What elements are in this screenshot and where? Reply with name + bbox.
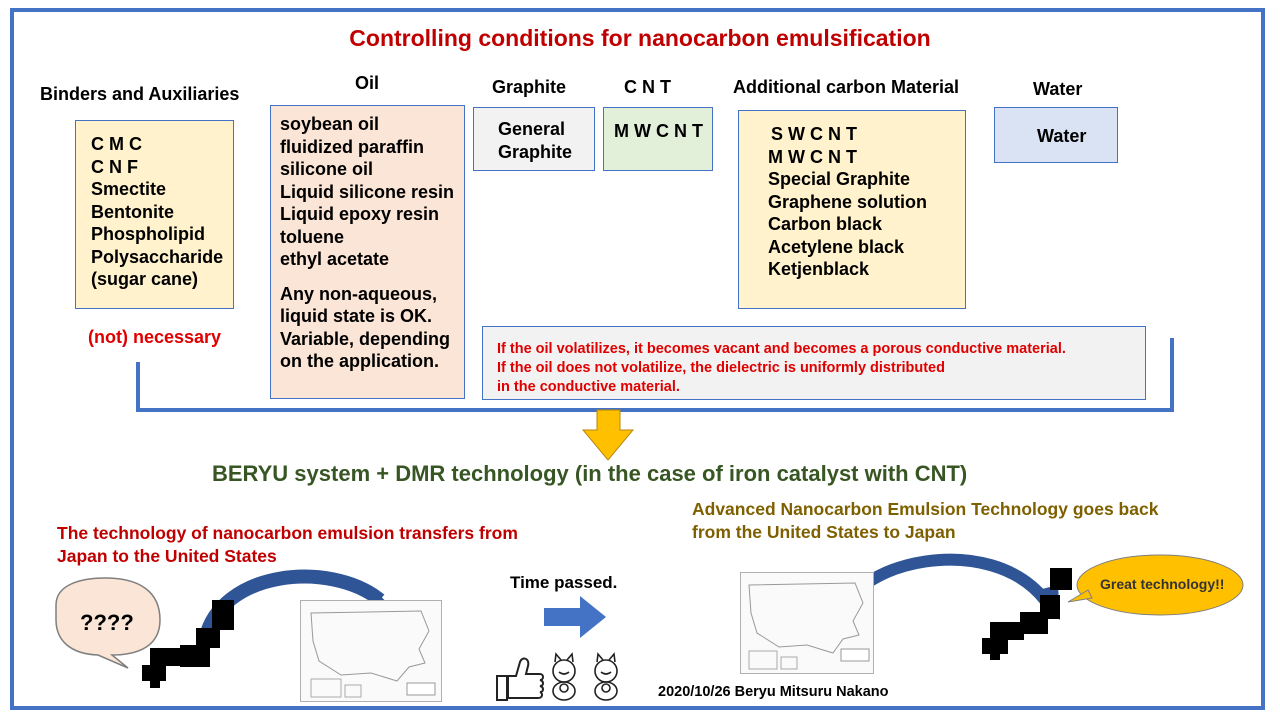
additional-box: S W C N T M W C N T Special Graphite Gra…: [738, 110, 966, 309]
additional-item: Ketjenblack: [768, 259, 870, 279]
oil-item: toluene: [280, 226, 345, 247]
right-bubble-tail: [1067, 589, 1093, 603]
graphite-item: Graphite: [498, 141, 573, 162]
graphite-item: General: [498, 119, 566, 139]
volatility-note-line: If the oil volatilizes, it becomes vacan…: [497, 341, 1066, 357]
oil-item: soybean oil: [280, 114, 380, 134]
additional-item: Carbon black: [768, 214, 883, 234]
right-story: Advanced Nanocarbon Emulsion Technology …: [692, 498, 1158, 544]
binders-item: C M C: [91, 134, 142, 154]
volatility-note-line: in the conductive material.: [497, 379, 680, 395]
graphite-box: General Graphite: [473, 107, 595, 171]
lucky-cat-icon: [594, 652, 618, 701]
binders-item: C N F: [91, 156, 138, 177]
left-story: The technology of nanocarbon emulsion tr…: [57, 522, 518, 568]
water-box: Water: [994, 107, 1118, 163]
left-bubble-text: ????: [80, 610, 134, 635]
additional-item: S W C N T: [771, 124, 857, 144]
lucky-cat-icon: [552, 652, 576, 701]
thumbs-up-icon: [496, 657, 544, 701]
japan-map-right-icon: [982, 568, 1072, 660]
slide-title: Controlling conditions for nanocarbon em…: [349, 25, 931, 51]
system-heading: BERYU system + DMR technology (in the ca…: [212, 461, 968, 486]
additional-header: Additional carbon Material: [733, 77, 960, 97]
binders-item: Bentonite: [91, 201, 174, 222]
right-story-line: Advanced Nanocarbon Emulsion Technology …: [692, 499, 1159, 519]
water-item: Water: [1037, 126, 1087, 146]
oil-note: on the application.: [280, 351, 440, 371]
slide-frame: [10, 8, 1265, 710]
binders-item: Polysaccharide: [91, 246, 224, 267]
volatility-note-box: If the oil volatilizes, it becomes vacan…: [482, 326, 1146, 400]
binders-item: (sugar cane): [91, 269, 199, 289]
left-story-line: Japan to the United States: [57, 546, 277, 566]
oil-item: ethyl acetate: [280, 249, 390, 269]
down-arrow: [581, 409, 635, 461]
cnt-header: C N T: [624, 77, 671, 97]
oil-header: Oil: [355, 73, 380, 93]
right-bubble-text: Great technology!!: [1100, 576, 1225, 592]
oil-item: fluidized paraffin: [280, 136, 424, 157]
right-speech-bubble: [1076, 554, 1244, 616]
time-label: Time passed.: [510, 573, 618, 592]
binders-item: Phospholipid: [91, 224, 205, 244]
oil-note: Variable, depending: [280, 328, 451, 349]
oil-note: Any non-aqueous,: [280, 283, 437, 304]
oil-item: Liquid silicone resin: [280, 181, 455, 202]
binders-item: Smectite: [91, 179, 167, 199]
us-map-left-outline: [310, 610, 436, 698]
time-arrow-icon: [544, 596, 606, 638]
cnt-box: M W C N T: [603, 107, 713, 171]
japan-map-left-icon: [142, 600, 234, 688]
additional-item: Graphene solution: [768, 191, 928, 212]
oil-item: silicone oil: [280, 159, 374, 179]
right-story-line: from the United States to Japan: [692, 522, 956, 542]
binders-header: Binders and Auxiliaries: [40, 84, 240, 104]
credit-line: 2020/10/26 Beryu Mitsuru Nakano: [658, 684, 889, 700]
oil-box: soybean oil fluidized paraffin silicone …: [270, 105, 465, 399]
binders-box: C M C C N F Smectite Bentonite Phospholi…: [75, 120, 234, 309]
additional-item: M W C N T: [768, 146, 857, 167]
connector-bracket: [136, 338, 1174, 412]
volatility-note-line: If the oil does not volatilize, the diel…: [497, 360, 945, 376]
us-map-left-image: [300, 600, 442, 702]
left-speech-bubble: [55, 577, 161, 669]
additional-item: Acetylene black: [768, 236, 905, 257]
binders-footnote: (not) necessary: [88, 327, 222, 347]
oil-note: liquid state is OK.: [280, 306, 433, 326]
left-story-line: The technology of nanocarbon emulsion tr…: [57, 523, 518, 543]
oil-item: Liquid epoxy resin: [280, 204, 440, 224]
additional-item: Special Graphite: [768, 169, 911, 189]
graphite-header: Graphite: [492, 77, 567, 97]
us-map-right-image: [740, 572, 874, 674]
us-map-right-outline: [748, 582, 870, 670]
water-header: Water: [1033, 79, 1083, 99]
cnt-item: M W C N T: [614, 121, 703, 141]
